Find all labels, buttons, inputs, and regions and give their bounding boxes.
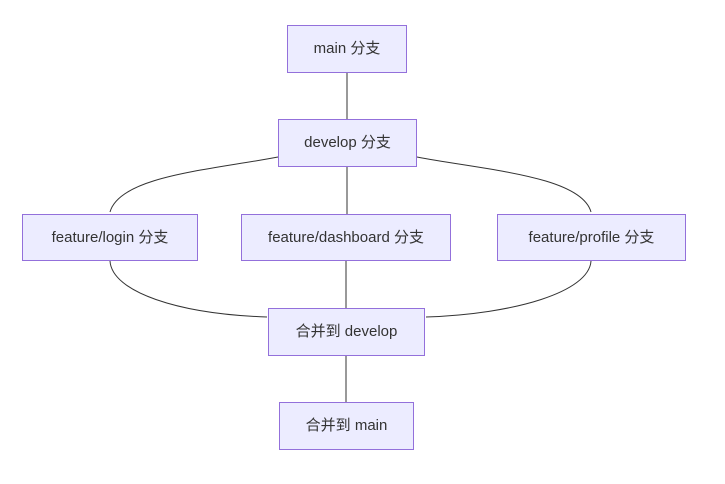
node-feature-login-branch: feature/login 分支: [22, 214, 198, 261]
node-main-branch: main 分支: [287, 25, 407, 73]
edge-feature-login-merge-develop: [109, 260, 268, 318]
node-merge-to-main: 合并到 main: [279, 402, 414, 450]
edge-feature-profile-merge-develop: [425, 260, 592, 318]
edge-develop-feature-profile: [416, 156, 592, 213]
edge-develop-feature-login: [109, 156, 279, 213]
node-feature-profile-branch: feature/profile 分支: [497, 214, 686, 261]
node-develop-branch: develop 分支: [278, 119, 417, 167]
node-feature-dashboard-branch: feature/dashboard 分支: [241, 214, 451, 261]
node-merge-to-develop: 合并到 develop: [268, 308, 425, 356]
